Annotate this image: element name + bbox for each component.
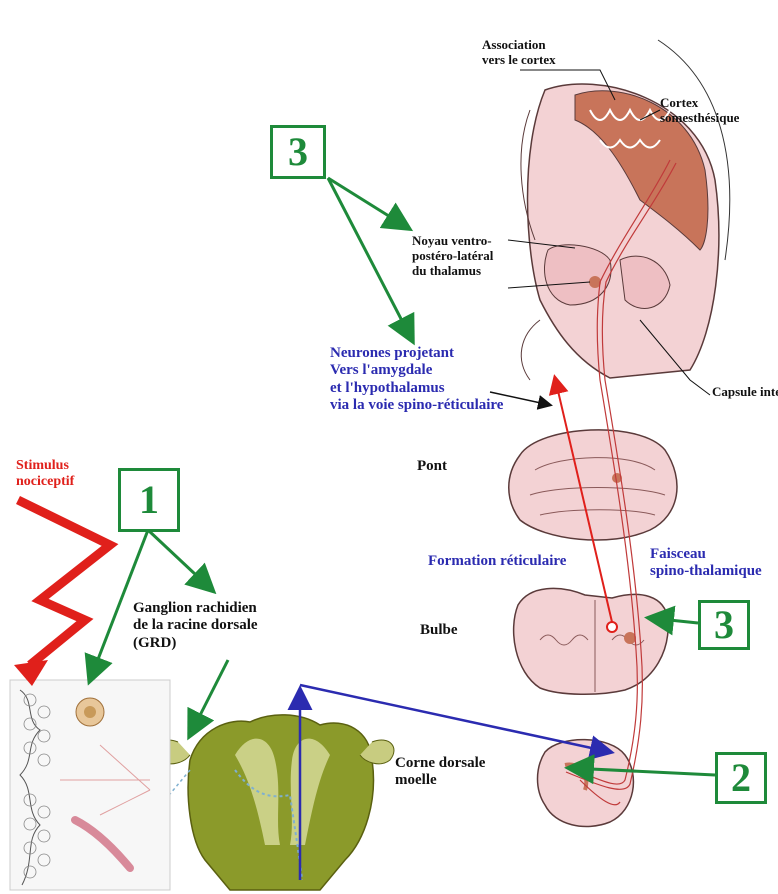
association-label: Association vers le cortex	[482, 38, 556, 68]
ganglion-label: Ganglion rachidien de la racine dorsale …	[133, 600, 258, 652]
skin-inset	[10, 680, 170, 890]
corne-label: Corne dorsale moelle	[395, 755, 485, 790]
step-3-box-top: 3	[270, 125, 326, 179]
neurones-label: Neurones projetant Vers l'amygdale et l'…	[330, 345, 503, 414]
capsule-label: Capsule interne	[712, 385, 778, 400]
bulbe-label: Bulbe	[420, 622, 458, 639]
stimulus-arrow	[14, 500, 110, 686]
noyau-label: Noyau ventro- postéro-latéral du thalamu…	[412, 234, 493, 279]
pont-label: Pont	[417, 458, 447, 475]
formation-label: Formation réticulaire	[428, 553, 566, 570]
pons-section	[509, 430, 677, 540]
spinal-cord-section	[538, 740, 634, 827]
brain-section	[521, 40, 730, 380]
medulla-section	[514, 588, 669, 694]
drg-spinal-cord	[140, 715, 394, 890]
step-3-box-bulbe: 3	[698, 600, 750, 650]
step-1-box: 1	[118, 468, 180, 532]
stimulus-label: Stimulus nociceptif	[16, 458, 74, 490]
step-2-box: 2	[715, 752, 767, 804]
cortex-label: Cortex somesthésique	[660, 96, 739, 126]
faisceau-label: Faisceau spino-thalamique	[650, 546, 762, 581]
